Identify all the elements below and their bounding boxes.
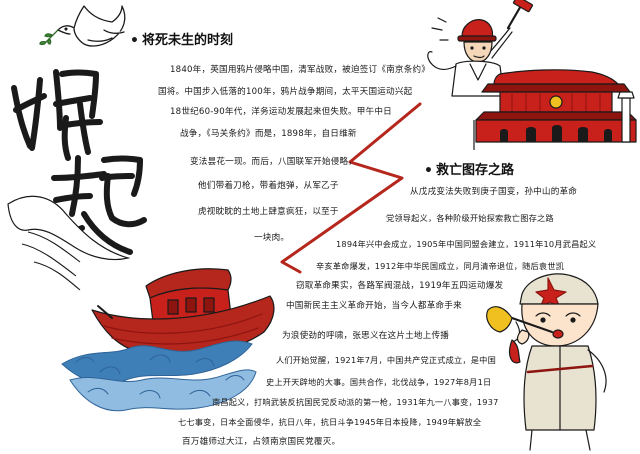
section3-line: 史上开天辟地的大事。国共合作，北伐战争，1927年8月1日 [266,377,492,387]
gate-icon [473,69,637,150]
section2-line: 窃取革命果实，各路军阀混战，1919年五四运动爆发 [296,281,504,291]
section3-line: 人们开始觉醒，1921年7月，中国共产党正式成立，是中国 [276,355,496,365]
section1-title: 将死未生的时刻 [142,33,234,48]
boat-icon [91,268,275,356]
section1-bullet: • [130,33,139,49]
section2-line: 辛亥革命爆发，1912年中华民国成立，同月清帝退位，随后袁世凯 [316,261,565,271]
section1-line: 他们带着刀枪，带着炮弹，从军乙子 [198,181,339,191]
section1-line: 虎视眈眈的土地上肆意疯狂，以至于 [198,207,339,217]
bugler-icon [486,273,607,451]
section3-line: 为浪使劲的呼啸，张思义在这片土地上传播 [282,331,450,341]
zigzag-divider [280,102,422,274]
section1-line: 1840年，英国用鸦片侵略中国，清军战败，被迫签订《南京条约》 [170,65,431,75]
section2-line: 从戊戌变法失败到庚子国变，孙中山的革命 [410,187,578,197]
section2-line: 中国新民主主义革命开始，当今人都革命手来 [286,301,462,311]
section3-line: 南昌起义，打响武装反抗国民党反动派的第一枪，1931年九一八事变，1937 [212,397,499,407]
main-title-art [7,69,147,291]
dove-icon [39,5,126,47]
section1-line: 一块肉。 [254,233,290,243]
section3-line: 百万雄师过大江，占领南京国民党覆灭。 [182,437,341,447]
section3-line: 七七事变，日本全面侵华，抗日八年，抗日斗争1945年日本投降，1949年解放全 [178,417,482,427]
section2-line: 1894年兴中会成立，1905年中国同盟会建立，1911年10月武昌起义 [336,239,597,249]
section1-line: 战争，《马关条约》而是，1898年，自日维新 [180,129,357,139]
section2-title: 救亡图存之路 [436,163,515,178]
section1-line: 18世纪60-90年代，洋务运动发展起来但失败。甲午中日 [170,107,392,117]
section1-line: 变法昙花一现。而后，八国联军开始侵略， [190,157,358,167]
section1-line: 国将。中国步入低落的100年，鸦片战争期间，太平天国运动兴起 [158,87,413,97]
section2-bullet: • [424,163,433,179]
section2-line: 党领导起义，各种阶级开始探索救亡图存之路 [386,213,554,223]
waves-art [61,340,257,412]
